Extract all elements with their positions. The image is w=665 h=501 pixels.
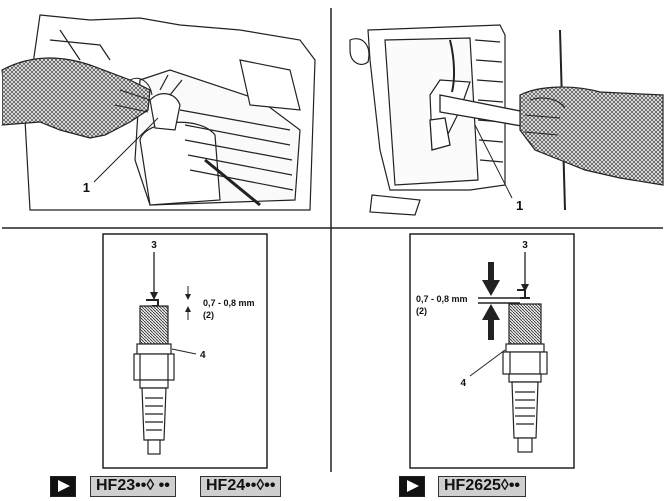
model-tag-hf24: HF24••◊•• xyxy=(200,476,282,497)
callout-3-left: 3 xyxy=(151,240,157,251)
leader-line xyxy=(474,124,513,199)
gap-callout-left: (2) xyxy=(203,310,214,320)
leader-line xyxy=(469,349,506,377)
gloved-hand-right xyxy=(519,86,664,186)
gap-arrows-right xyxy=(478,262,520,340)
gap-value-left: 0,7 - 0,8 mm xyxy=(203,298,255,308)
applies-to-arrow-icon xyxy=(399,476,425,497)
detail-frame-left xyxy=(102,233,268,469)
leader-line xyxy=(171,348,197,355)
callout-4-left: 4 xyxy=(200,350,206,361)
model-tag-hf23: HF23••◊ •• xyxy=(90,476,176,497)
gap-value-right: 0,7 - 0,8 mm xyxy=(416,294,468,304)
spark-plug-left xyxy=(133,299,175,455)
model-tag-hf2625: HF2625◊•• xyxy=(438,476,527,497)
detail-frame-right xyxy=(409,233,575,469)
gap-arrows-left xyxy=(185,286,191,320)
engine-illustration-left xyxy=(24,14,316,211)
callout-3-right: 3 xyxy=(522,240,528,251)
applies-to-arrow-icon xyxy=(50,476,76,497)
spark-plug-right xyxy=(502,289,548,453)
callout-1-left: 1 xyxy=(83,180,90,195)
callout-4-right: 4 xyxy=(460,378,466,389)
gap-callout-right: (2) xyxy=(416,306,427,316)
leader-line xyxy=(93,117,159,183)
callout-1-right: 1 xyxy=(516,198,523,213)
gloved-hand-left xyxy=(0,57,153,139)
